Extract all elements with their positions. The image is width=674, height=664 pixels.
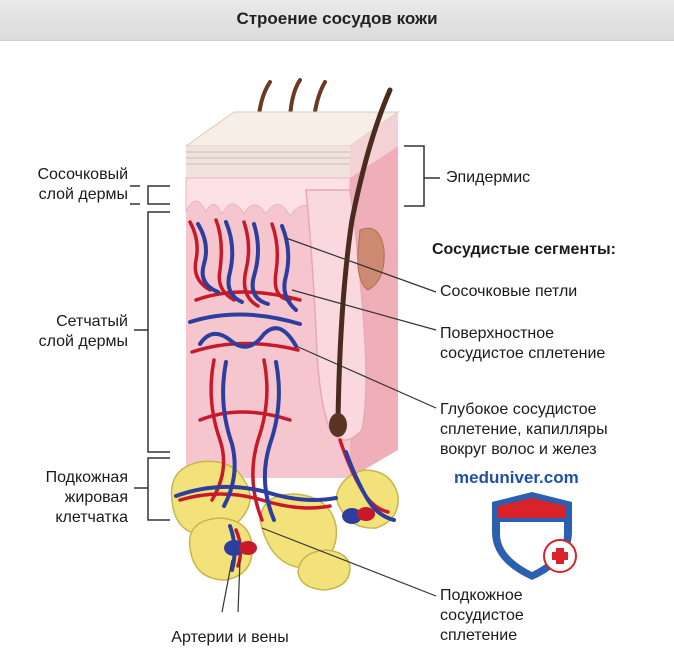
- label-line: сосудистое сплетение: [440, 345, 606, 362]
- label-line: слой дермы: [38, 333, 128, 350]
- sebaceous-gland: [357, 227, 385, 291]
- label-line: клетчатка: [55, 509, 128, 526]
- shield-logo-icon: [492, 492, 577, 580]
- label-line: Сетчатый: [56, 313, 128, 330]
- deep-plexus-label: Глубокое сосудистое сплетение, капилляры…: [440, 400, 608, 460]
- label-line: сплетение: [440, 627, 518, 644]
- watermark-text: meduniver.com: [454, 468, 579, 487]
- title-bar: [0, 0, 674, 41]
- label-line: жировая: [64, 489, 128, 506]
- vascular-segments-header: Сосудистые сегменты:: [432, 241, 616, 258]
- label-line: слой дермы: [38, 186, 128, 203]
- page-title: Строение сосудов кожи: [236, 9, 438, 28]
- epidermis-label: Эпидермис: [446, 169, 531, 186]
- label-line: Сосочковый: [37, 166, 128, 183]
- label-line: сплетение, капилляры: [440, 421, 608, 438]
- epidermis-front: [186, 146, 350, 178]
- superficial-plexus-label: Поверхностное сосудистое сплетение: [440, 324, 605, 364]
- label-line: вокруг волос и желез: [440, 441, 597, 458]
- subcutaneous-fat-label: Подкожная жировая клетчатка: [46, 468, 128, 528]
- papillary-loops-label: Сосочковые петли: [440, 283, 578, 300]
- left-brackets: [130, 185, 170, 521]
- subcutaneous-plexus-label: Подкожное сосудистое сплетение: [440, 586, 524, 646]
- label-line: сосудистое: [440, 607, 524, 624]
- arteries-veins-label: Артерии и вены: [171, 629, 289, 646]
- epidermis-side: [350, 112, 398, 178]
- label-line: Поверхностное: [440, 325, 555, 342]
- papillary-dermis-label: Сосочковый слой дермы: [37, 165, 128, 205]
- epidermis-bracket: [404, 145, 440, 207]
- hair-bulb: [329, 413, 347, 437]
- hair-shaft: [335, 87, 393, 423]
- fat-lobules: [170, 460, 399, 591]
- vessel-ends: [224, 507, 375, 556]
- label-line: Подкожное: [440, 587, 523, 604]
- vessel-network: [174, 218, 396, 572]
- leader-lines: [221, 237, 437, 613]
- label-line: Подкожная: [45, 469, 128, 486]
- reticular-dermis-label: Сетчатый слой дермы: [39, 312, 128, 352]
- label-line: Глубокое сосудистое: [440, 401, 597, 418]
